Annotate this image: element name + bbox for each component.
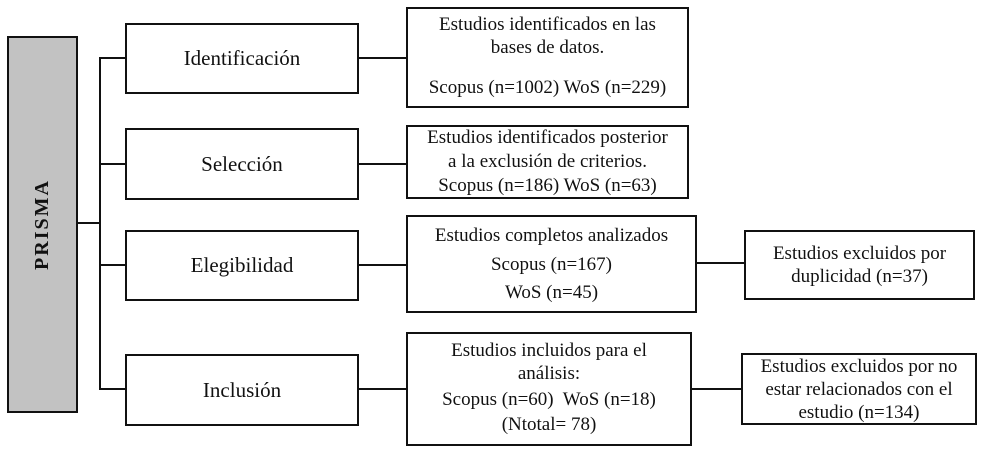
bracket-stub-line-3	[99, 264, 126, 266]
stage-box-elegibilidad: Elegibilidad	[125, 230, 359, 301]
prisma-sidebar: PRISMA	[7, 36, 78, 413]
detail-box-identificacion: Estudios identificados en las bases de d…	[406, 7, 689, 108]
exclusion-line: duplicidad (n=37)	[791, 266, 928, 287]
exclusion-box-duplicates: Estudios excluidos por duplicidad (n=37)	[744, 230, 975, 300]
bracket-stub-line-4	[99, 388, 126, 390]
detail-stats: Scopus (n=167)	[490, 253, 612, 275]
bracket-stub-line-2	[99, 163, 126, 165]
prisma-label: PRISMA	[31, 179, 54, 270]
detail-stats: Scopus (n=1002) WoS (n=229)	[428, 77, 667, 98]
detail-title-block: Estudios identificados en las bases de d…	[409, 13, 686, 59]
exclusion-box-unrelated: Estudios excluidos por no estar relacion…	[741, 353, 977, 425]
bracket-connector-line	[78, 222, 100, 224]
detail-stats: Scopus (n=186) WoS (n=63)	[438, 175, 657, 196]
bracket-stub-line-1	[99, 57, 126, 59]
detail-box-seleccion: Estudios identificados posterior a la ex…	[406, 125, 689, 199]
stage-label-identificacion: Identificación	[183, 46, 301, 70]
stage-box-identificacion: Identificación	[125, 23, 359, 94]
detail-line: análisis:	[517, 363, 581, 384]
stage-label-inclusion: Inclusión	[202, 377, 282, 402]
detail-line: Estudios completos analizados	[434, 225, 669, 247]
exclusion-line: Estudios excluidos por no	[760, 355, 958, 377]
detail-line: a la exclusión de criterios.	[448, 151, 647, 172]
stage-to-detail-connector-1	[359, 57, 406, 59]
stage-to-detail-connector-4	[359, 388, 406, 390]
stage-to-detail-connector-3	[359, 264, 406, 266]
detail-stats: WoS (n=45)	[504, 281, 599, 303]
stage-label-elegibilidad: Elegibilidad	[190, 253, 294, 277]
detail-to-exclusion-connector-1	[696, 262, 744, 264]
detail-line: Estudios incluidos para el	[451, 340, 647, 361]
exclusion-line: estar relacionados con el	[765, 378, 953, 400]
stage-box-inclusion: Inclusión	[125, 354, 359, 426]
detail-line: bases de datos.	[490, 37, 605, 58]
stage-label-seleccion: Selección	[201, 151, 283, 176]
stage-to-detail-connector-2	[359, 163, 406, 165]
detail-box-inclusion: Estudios incluidos para el análisis: Sco…	[406, 332, 692, 446]
detail-stats: Scopus (n=60) WoS (n=18)	[442, 388, 656, 410]
detail-title-block: Estudios incluidos para el análisis:	[409, 339, 689, 385]
detail-line: Estudios identificados posterior	[427, 127, 668, 148]
bracket-spine-line	[99, 57, 101, 390]
exclusion-line: Estudios excluidos por	[772, 243, 947, 264]
stage-box-seleccion: Selección	[125, 128, 359, 200]
detail-box-elegibilidad: Estudios completos analizados Scopus (n=…	[406, 215, 697, 313]
exclusion-line: estudio (n=134)	[798, 401, 920, 423]
detail-total: (Ntotal= 78)	[501, 414, 597, 435]
detail-line: Estudios identificados en las	[439, 14, 656, 35]
detail-to-exclusion-connector-2	[691, 388, 741, 390]
